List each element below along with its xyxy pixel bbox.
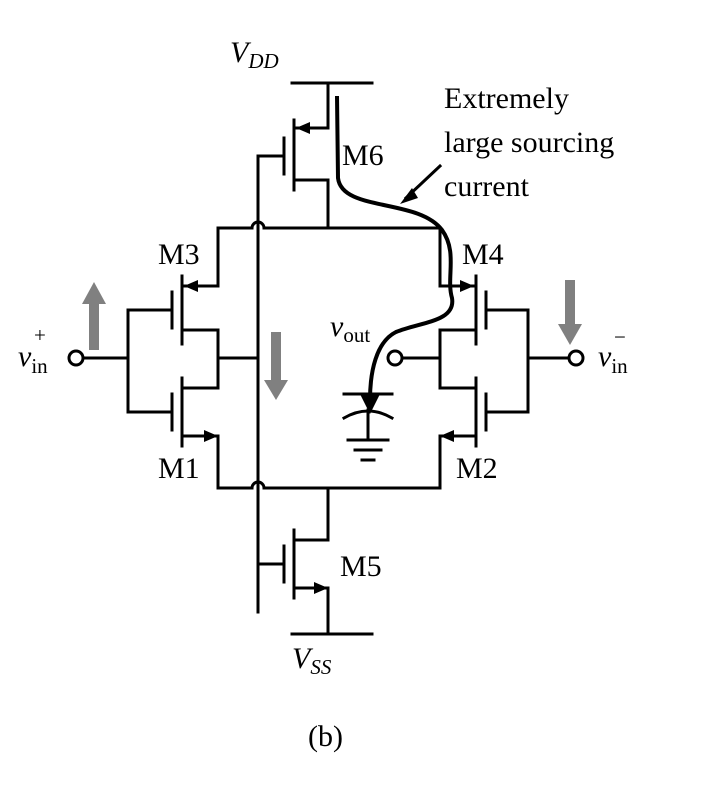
bias-node-down-arrow (264, 332, 288, 400)
m1-arrow (204, 430, 218, 442)
vin-minus-terminal[interactable] (567, 349, 585, 367)
vin-plus-label: vin (18, 340, 48, 378)
annotation-leader-head (400, 188, 418, 204)
output-node (386, 349, 442, 367)
m4-label: M4 (462, 238, 504, 271)
vss-label: VSS (292, 642, 332, 679)
m6-source-arrow (296, 122, 310, 134)
vin-minus-sup: − (614, 325, 626, 349)
annotation-line-3: current (444, 170, 530, 203)
vin-plus-sup: + (34, 323, 46, 347)
m1-label: M1 (158, 452, 200, 485)
annotation-line-2: large sourcing (444, 126, 614, 159)
m6-label: M6 (342, 139, 384, 172)
m4-arrow (460, 280, 474, 292)
m2-label: M2 (456, 452, 498, 485)
transistor-m2 (438, 376, 530, 490)
transistor-m1 (126, 376, 220, 490)
figure-caption: (b) (308, 720, 343, 753)
vin-plus-up-arrow (82, 282, 106, 350)
m5-label: M5 (340, 550, 382, 583)
m3-arrow (184, 280, 198, 292)
vdd-label: VDD (230, 36, 279, 73)
vin-minus-wiring (526, 308, 585, 414)
transistor-m3 (126, 226, 220, 390)
vin-minus-down-arrow (558, 280, 582, 345)
vout-terminal[interactable] (386, 349, 404, 367)
m2-arrow (440, 430, 454, 442)
tail-node-wire (216, 480, 442, 542)
vdd-rail (290, 81, 374, 130)
vin-plus-terminal[interactable] (67, 349, 85, 367)
vin-minus-label: vin (598, 340, 628, 378)
m5-arrow (314, 582, 328, 594)
transistor-m5 (256, 528, 330, 636)
annotation-line-1: Extremely (444, 82, 569, 115)
vout-label: vout (330, 310, 370, 347)
m3-label: M3 (158, 238, 200, 271)
transistor-m6 (256, 118, 330, 230)
sourcing-current-path (335, 95, 455, 414)
vin-plus-wiring (67, 308, 130, 414)
